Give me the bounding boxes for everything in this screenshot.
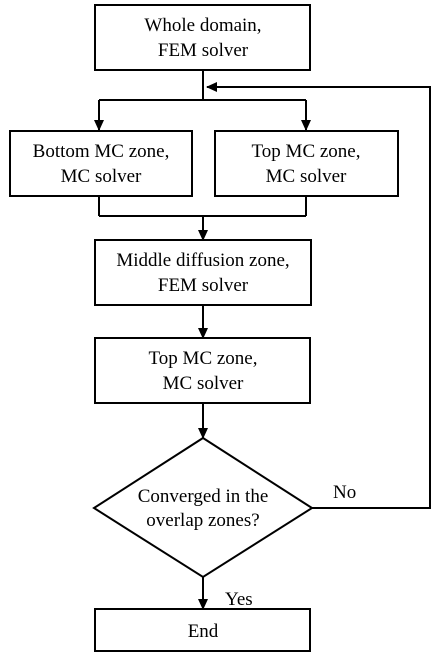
box-top-mc-zone-2 xyxy=(94,337,311,404)
box-top-mc-zone xyxy=(214,130,399,197)
middle-diffusion-line1: Middle diffusion zone, xyxy=(116,250,289,271)
decision-diamond xyxy=(92,436,314,579)
connectors xyxy=(94,70,431,610)
edge-no-loop xyxy=(206,82,431,509)
box-middle-diffusion-zone xyxy=(94,239,312,306)
box-bottom-mc-zone xyxy=(9,130,193,197)
bottom-mc-line2: MC solver xyxy=(61,166,142,187)
middle-diffusion-line2: FEM solver xyxy=(158,275,249,296)
end-label: End xyxy=(188,621,219,642)
box-end xyxy=(94,608,311,652)
decision-line2: overlap zones? xyxy=(146,510,259,531)
top-mc-line2: MC solver xyxy=(266,166,347,187)
top-mc-2-line1: Top MC zone, xyxy=(149,348,258,369)
top-mc-2-line2: MC solver xyxy=(163,373,244,394)
no-label: No xyxy=(333,482,356,503)
decision-line1: Converged in the xyxy=(138,486,269,507)
bottom-mc-line1: Bottom MC zone, xyxy=(33,141,170,162)
whole-domain-line1: Whole domain, xyxy=(144,15,261,36)
yes-label: Yes xyxy=(225,589,253,610)
whole-domain-line2: FEM solver xyxy=(158,40,249,61)
box-whole-domain xyxy=(94,4,311,71)
top-mc-line1: Top MC zone, xyxy=(252,141,361,162)
